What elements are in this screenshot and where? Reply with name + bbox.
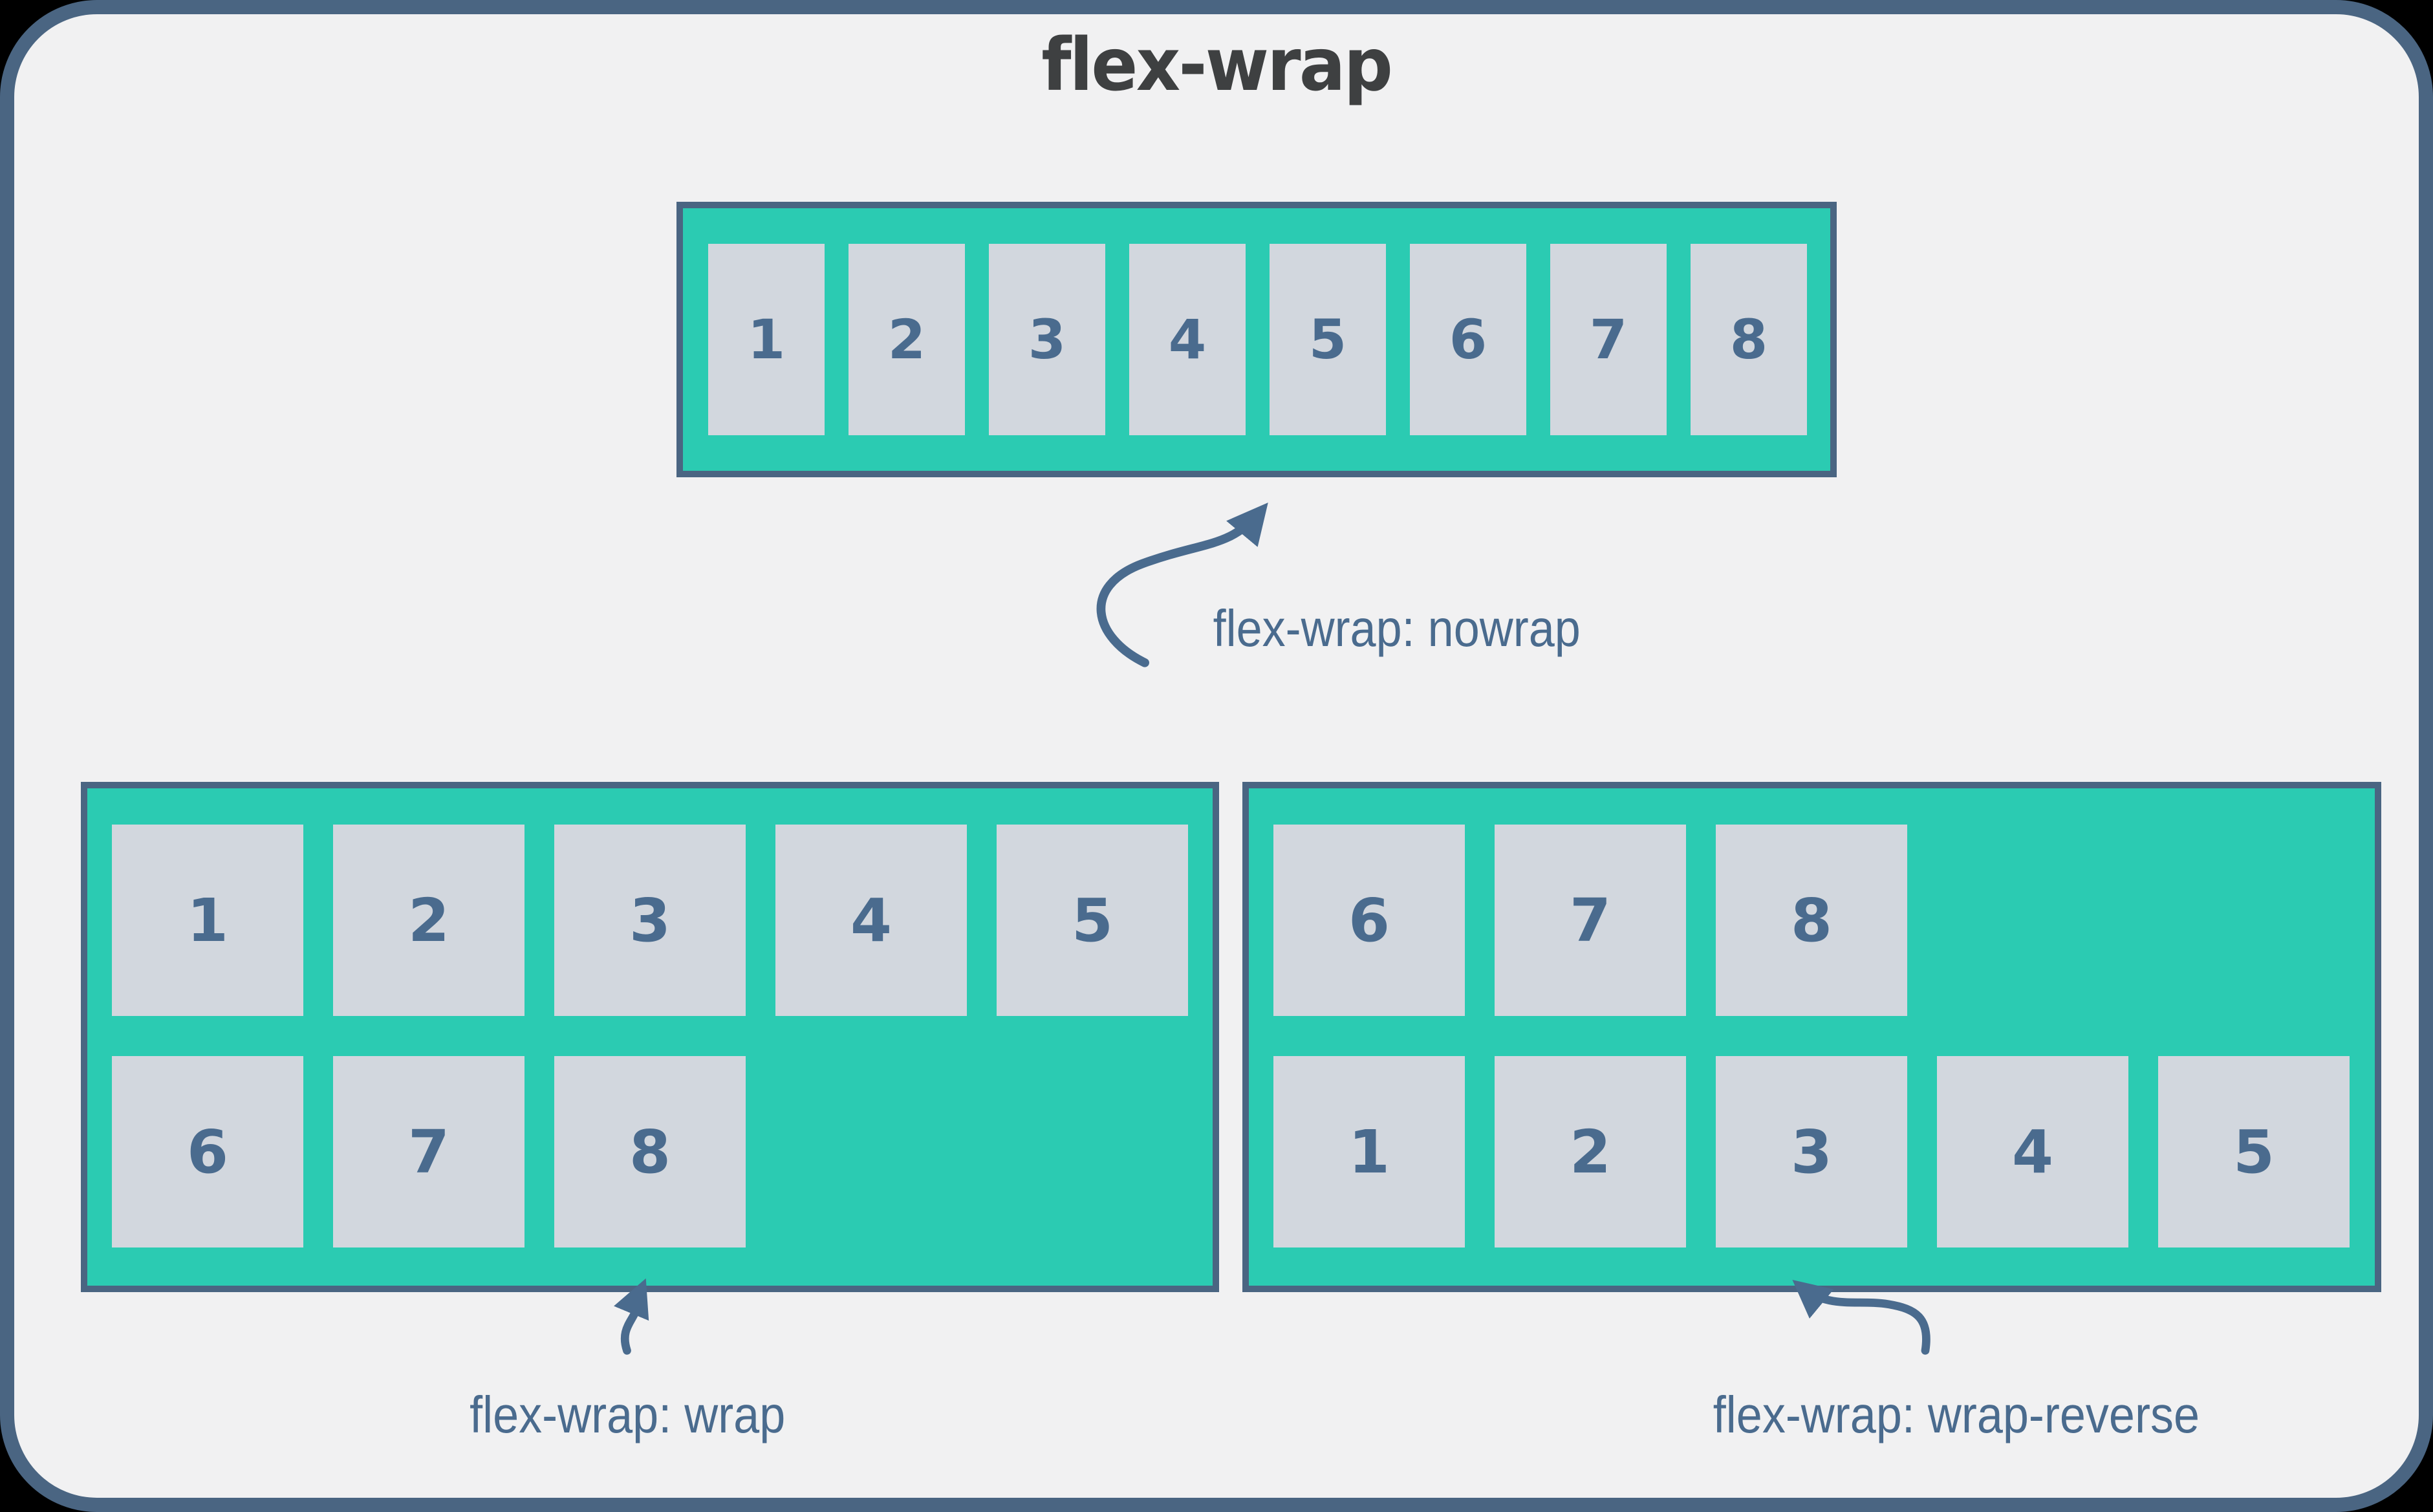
caption-wrap-reverse: flex-wrap: wrap-reverse xyxy=(1536,1387,2377,1443)
flex-line: 1 2 3 4 5 xyxy=(1273,1056,2350,1247)
page-title-text: flex-wrap xyxy=(1041,23,1394,107)
nowrap-container: 1 2 3 4 5 6 7 8 xyxy=(676,202,1837,477)
caption-nowrap-text: flex-wrap: nowrap xyxy=(1213,599,1581,657)
flex-line: 6 7 8 xyxy=(1273,825,2350,1016)
flex-item: 2 xyxy=(1495,1056,1686,1247)
flex-item: 8 xyxy=(1716,825,1907,1016)
flex-item: 3 xyxy=(989,244,1105,435)
flex-item: 4 xyxy=(775,825,967,1016)
flex-item: 1 xyxy=(708,244,825,435)
flex-item: 6 xyxy=(1273,825,1465,1016)
flex-item: 5 xyxy=(1270,244,1386,435)
caption-nowrap: flex-wrap: nowrap xyxy=(977,600,1817,657)
wrap-reverse-container: 6 7 8 1 2 3 4 5 xyxy=(1242,782,2381,1292)
wrap-container: 1 2 3 4 5 6 7 8 xyxy=(81,782,1219,1292)
flex-item: 1 xyxy=(1273,1056,1465,1247)
flex-line: 1 2 3 4 5 xyxy=(112,825,1188,1016)
curved-arrow-wrap xyxy=(614,1278,649,1355)
flex-item: 8 xyxy=(1691,244,1807,435)
flex-item: 7 xyxy=(333,1056,524,1247)
caption-wrap-reverse-text: flex-wrap: wrap-reverse xyxy=(1713,1386,2200,1443)
flex-item: 5 xyxy=(2158,1056,2350,1247)
flex-item: 4 xyxy=(1937,1056,2128,1247)
flex-item: 3 xyxy=(554,825,746,1016)
flex-item: 1 xyxy=(112,825,303,1016)
caption-wrap: flex-wrap: wrap xyxy=(207,1387,1048,1443)
flex-line: 6 7 8 xyxy=(112,1056,1188,1247)
flex-item: 2 xyxy=(333,825,524,1016)
flex-item: 2 xyxy=(849,244,965,435)
flex-item: 6 xyxy=(112,1056,303,1247)
flex-item: 7 xyxy=(1550,244,1667,435)
page-title: flex-wrap xyxy=(14,23,2419,107)
flex-item: 7 xyxy=(1495,825,1686,1016)
curved-arrow-wrap-reverse xyxy=(1792,1279,1930,1355)
flex-item: 4 xyxy=(1129,244,1246,435)
flex-item: 8 xyxy=(554,1056,746,1247)
flex-item: 5 xyxy=(997,825,1188,1016)
flex-item: 6 xyxy=(1410,244,1526,435)
flex-item: 3 xyxy=(1716,1056,1907,1247)
caption-wrap-text: flex-wrap: wrap xyxy=(469,1386,786,1443)
